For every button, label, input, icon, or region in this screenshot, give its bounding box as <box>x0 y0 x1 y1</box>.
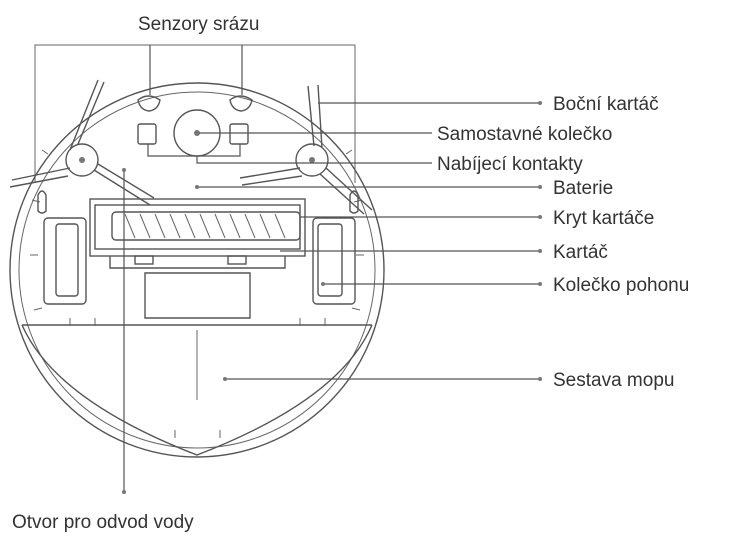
rim-notches <box>30 149 364 311</box>
label-caster-wheel: Samostavné kolečko <box>437 124 612 145</box>
mop-assembly <box>21 324 373 456</box>
drive-wheel-right <box>312 217 356 305</box>
brush-cover <box>89 198 306 257</box>
cliff-sensor-left <box>137 95 161 112</box>
brush-latch-left <box>134 255 154 265</box>
label-brush-cover: Kryt kartáče <box>553 208 654 229</box>
robot-outer-shell <box>9 82 385 458</box>
label-side-brush: Boční kartáč <box>553 94 659 115</box>
label-bumper-sensors: Senzory srázu <box>138 14 259 35</box>
leader-lines <box>122 45 542 494</box>
label-mop-assembly: Sestava mopu <box>553 370 674 391</box>
main-brush <box>111 211 301 241</box>
side-brush-left <box>9 79 155 206</box>
brush-latch-right <box>227 255 247 265</box>
label-drive-wheel: Kolečko pohonu <box>553 275 689 296</box>
cliff-sensors <box>137 95 253 112</box>
drive-wheel-left <box>43 217 87 305</box>
side-clip-right <box>349 190 359 214</box>
brush-base <box>109 256 286 269</box>
mop-mount-tabs <box>69 318 326 438</box>
label-battery: Baterie <box>553 178 613 199</box>
cliff-sensor-right <box>229 95 253 112</box>
robot-inner-ring <box>18 91 376 449</box>
brush-bristles <box>124 213 286 239</box>
charging-contact-right <box>229 123 249 145</box>
battery-compartment <box>144 272 251 319</box>
frame-outline <box>34 44 356 183</box>
side-brush-right <box>239 84 373 215</box>
robot-body <box>9 82 385 458</box>
label-drain-hole: Otvor pro odvod vody <box>12 512 194 533</box>
leader-bumper-sensors <box>149 45 243 95</box>
charging-contact-left <box>137 123 157 145</box>
label-main-brush: Kartáč <box>553 242 608 263</box>
label-charging-contacts: Nabíjecí kontakty <box>437 154 583 175</box>
main-brush-assembly <box>89 198 306 269</box>
side-clip-left <box>37 190 47 214</box>
leader-charging-contacts <box>147 144 432 164</box>
